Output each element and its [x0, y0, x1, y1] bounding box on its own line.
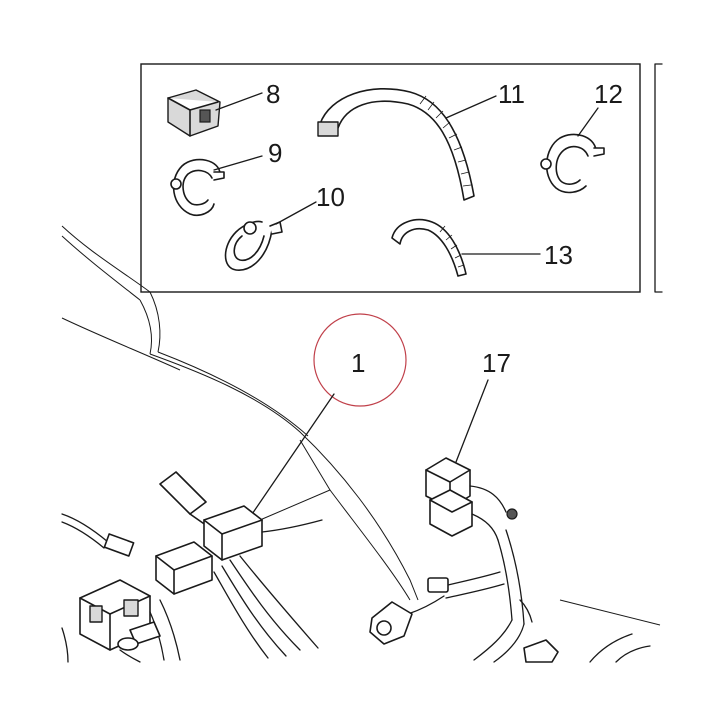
- part-9-ring-clip: [170, 158, 225, 217]
- callout-10: 10: [316, 182, 345, 212]
- leader-12: [577, 107, 599, 137]
- leader-10: [275, 201, 317, 225]
- leader-1: [247, 393, 335, 521]
- callout-11: 11: [498, 79, 525, 109]
- leader-11: [445, 95, 497, 119]
- leader-17: [455, 379, 489, 463]
- part-17-sub-harness: [369, 457, 651, 663]
- clips-inset: 8 9 10: [140, 63, 663, 293]
- part-8-block-clip: [167, 89, 221, 137]
- part-10-loop-clip: [224, 220, 283, 271]
- callout-17: 17: [482, 348, 511, 378]
- highlight-circle-1: [313, 313, 407, 407]
- part-11-long-strap: [317, 88, 475, 201]
- strap-11-teeth: [419, 95, 472, 187]
- body-panel-outlines: [61, 225, 661, 626]
- part-12-ring-clip: [540, 133, 605, 194]
- leader-9: [213, 155, 263, 171]
- callout-13: 13: [544, 240, 573, 270]
- callout-8: 8: [266, 79, 280, 109]
- strap-13-teeth: [439, 225, 465, 268]
- part-1-wiring-harness: [61, 471, 323, 663]
- callout-12: 12: [594, 79, 623, 109]
- inset-frame: [140, 63, 641, 293]
- callout-9: 9: [268, 138, 282, 168]
- callout-1: 1: [351, 348, 365, 378]
- adjacent-inset-edge: [654, 63, 663, 293]
- part-13-short-strap: [391, 218, 467, 277]
- leader-8: [215, 92, 263, 111]
